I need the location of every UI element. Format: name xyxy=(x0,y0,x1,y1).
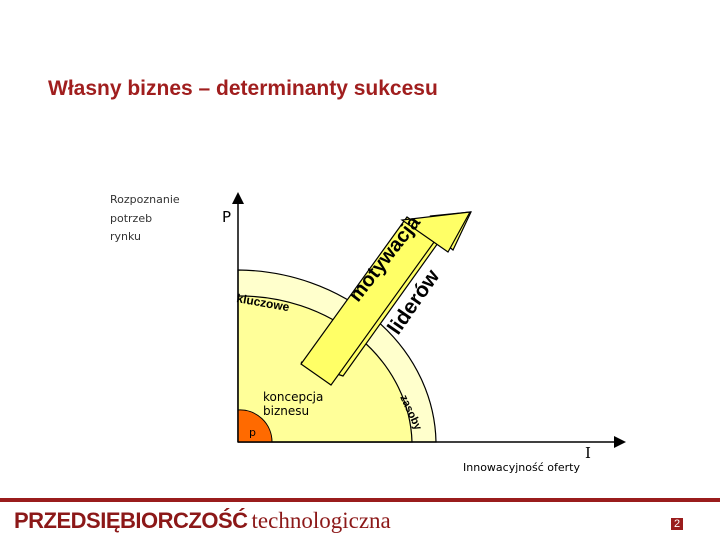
brand-light: technologiczna xyxy=(251,508,391,533)
core-label-line-1: koncepcja xyxy=(263,390,323,404)
core-label-line-2: biznesu xyxy=(263,404,309,418)
small-p-label: p xyxy=(249,426,256,439)
market-label-line-1: Rozpoznanie xyxy=(110,193,180,206)
market-label-line-3: rynku xyxy=(110,230,141,243)
market-label-line-2: potrzeb xyxy=(110,212,152,225)
x-axis-letter: I xyxy=(585,444,591,462)
success-diagram: Rozpoznanie potrzeb rynku P I Innowacyjn… xyxy=(110,192,626,474)
y-axis-letter: P xyxy=(222,208,231,226)
x-axis-caption: Innowacyjność oferty xyxy=(463,461,580,474)
footer-bar xyxy=(0,498,720,502)
slide-title: Własny biznes – determinanty sukcesu xyxy=(48,77,438,100)
brand-bold: PRZEDSIĘBIORCZOŚĆ xyxy=(14,508,248,533)
page-number: 2 xyxy=(671,518,684,530)
x-axis-arrowhead xyxy=(614,436,626,448)
y-axis-arrowhead xyxy=(232,192,244,204)
